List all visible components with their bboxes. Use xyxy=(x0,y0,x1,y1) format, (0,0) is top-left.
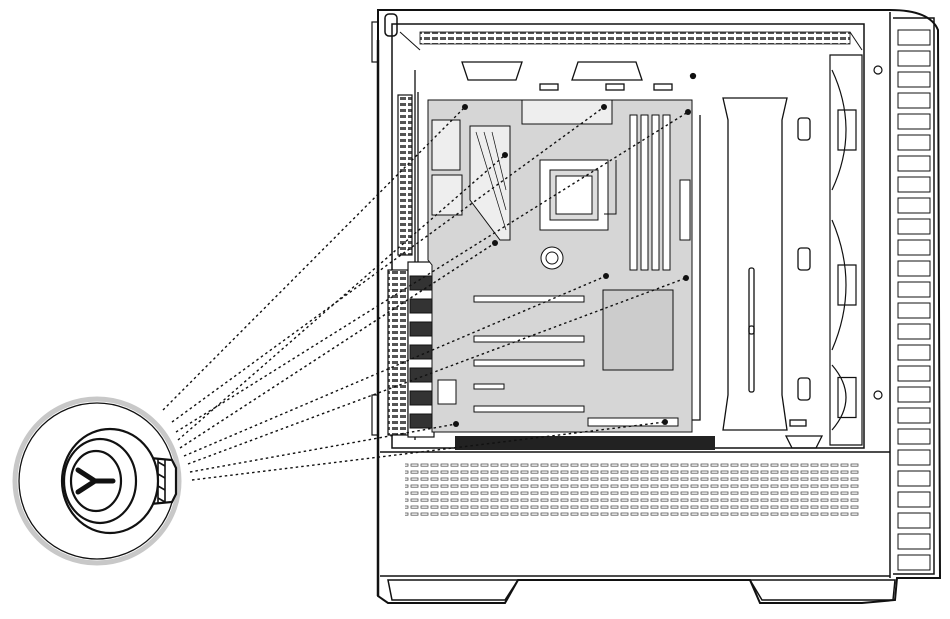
front-vent-slat xyxy=(897,50,931,67)
screw-hole xyxy=(492,240,498,246)
leader-line xyxy=(187,277,687,465)
screw-hole xyxy=(603,273,609,279)
pcie-slots xyxy=(473,295,585,413)
motherboard-screw-icon xyxy=(60,427,178,535)
leader-line xyxy=(171,106,605,423)
screw-hole xyxy=(683,275,689,281)
slot-cover xyxy=(409,367,433,383)
atx-power-connector xyxy=(679,179,691,241)
front-vent-slat xyxy=(897,386,931,403)
front-vent-slat xyxy=(897,428,931,445)
screw-hole xyxy=(502,152,508,158)
front-vent-slat xyxy=(897,533,931,550)
leader-line xyxy=(189,423,457,473)
front-vent-slat xyxy=(897,323,931,340)
screw-callout xyxy=(12,396,182,566)
front-vent-slat xyxy=(897,197,931,214)
cable-grommet-3 xyxy=(797,377,811,401)
front-vent-slat xyxy=(897,491,931,508)
front-vent-slat xyxy=(897,554,931,571)
slot-cover xyxy=(409,275,433,291)
front-vent-slat xyxy=(897,176,931,193)
front-vent-slat xyxy=(897,134,931,151)
leader-line xyxy=(175,111,689,433)
top-tray-cutouts xyxy=(461,61,697,91)
screw-hole xyxy=(685,109,691,115)
front-vent-slat xyxy=(897,470,931,487)
cable-grommet-1 xyxy=(797,117,811,141)
front-vent-slat xyxy=(897,281,931,298)
rear-handle xyxy=(384,13,398,37)
front-vent-slat xyxy=(897,29,931,46)
front-panel xyxy=(889,12,935,578)
leader-line xyxy=(177,154,506,441)
top-mesh-vent xyxy=(419,31,851,45)
front-fans xyxy=(829,54,883,446)
screw-hole xyxy=(453,421,459,427)
screw-holes xyxy=(453,104,691,427)
front-vent-slat xyxy=(897,218,931,235)
screw-hole xyxy=(662,419,668,425)
front-vent-slat xyxy=(897,239,931,256)
cable-grommet-2 xyxy=(797,247,811,271)
expansion-slot-covers xyxy=(409,275,433,429)
fan-blade-outline xyxy=(831,69,857,191)
case-foot-left xyxy=(387,579,520,601)
m2-slot xyxy=(587,417,679,427)
front-vent-slat xyxy=(897,449,931,466)
front-vent-slat xyxy=(897,344,931,361)
fan-blade-outline xyxy=(831,364,857,431)
front-vent-slat xyxy=(897,155,931,172)
case-foot-right xyxy=(748,579,896,601)
screw-hole xyxy=(462,104,468,110)
front-vent-slat xyxy=(897,113,931,130)
front-vent-slat xyxy=(897,260,931,277)
fan-blade-outline xyxy=(831,219,857,351)
vrm-heatsink-top xyxy=(521,99,613,125)
ram-slots xyxy=(629,114,671,271)
front-vent-slat xyxy=(897,365,931,382)
motherboard xyxy=(427,99,693,433)
chipset-heatsink xyxy=(602,289,674,371)
cpu-socket xyxy=(539,159,617,231)
leader-line xyxy=(179,242,496,449)
front-vent-slat xyxy=(897,407,931,424)
psu-shroud-vents xyxy=(405,463,860,519)
front-vent-slat xyxy=(897,512,931,529)
vrm-heatsink-left xyxy=(469,125,511,241)
slot-cover xyxy=(409,390,433,406)
slot-cover xyxy=(409,298,433,314)
front-vent-slat xyxy=(897,92,931,109)
front-vent-slat xyxy=(897,71,931,88)
screw-leader-lines xyxy=(162,106,689,481)
front-panel-vents xyxy=(897,29,931,571)
cable-management-panel xyxy=(722,97,824,449)
slot-cover xyxy=(409,413,433,429)
leader-line xyxy=(191,421,666,481)
screw-hole xyxy=(601,104,607,110)
slot-cover xyxy=(409,321,433,337)
front-vent-slat xyxy=(897,302,931,319)
